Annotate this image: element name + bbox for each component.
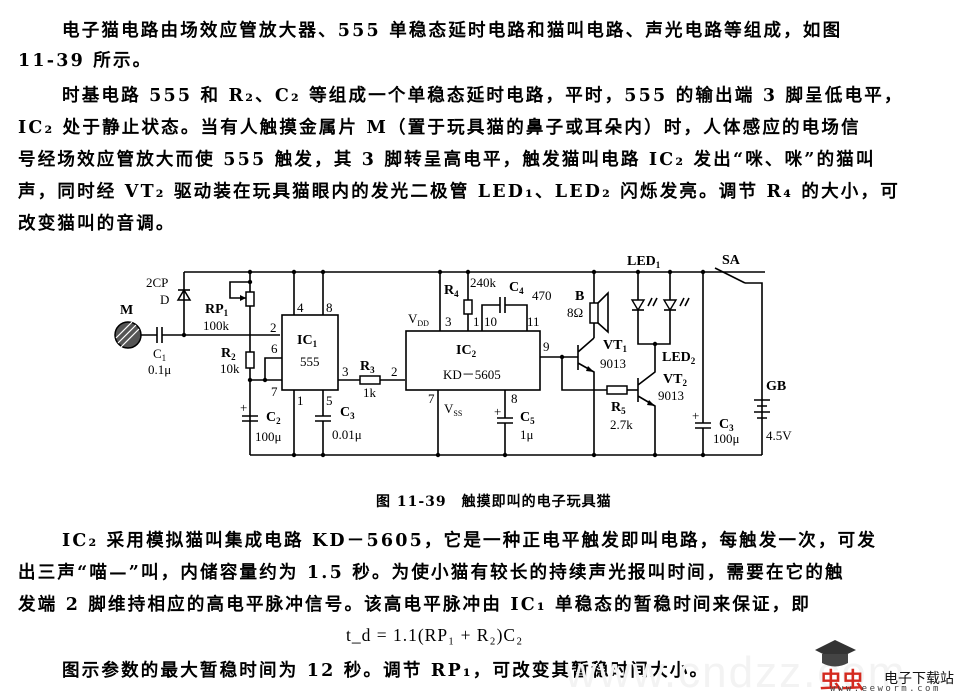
pin-label: 4 — [297, 300, 304, 315]
svg-text:+: + — [240, 400, 247, 415]
speaker-b — [589, 302, 599, 324]
battery-gb — [754, 399, 770, 419]
label-vdd: VDD — [408, 311, 429, 328]
diode-d — [176, 288, 192, 301]
led2 — [662, 299, 678, 312]
label-led2: LED2 — [662, 350, 696, 366]
switch-sa — [714, 267, 746, 284]
capacitor-c3-supply — [695, 422, 711, 429]
pin-label: 7 — [271, 384, 278, 399]
label-vss: VSS — [444, 401, 462, 418]
text-line: 声，同时经 VT₂ 驱动装在玩具猫眼内的发光二极管 LED₁、LED₂ 闪烁发亮… — [18, 182, 900, 202]
resistor-r4 — [463, 299, 473, 315]
sa-to-gb-wire — [745, 282, 763, 455]
resistor-r5 — [606, 385, 628, 395]
transistor-vt2 — [637, 344, 656, 455]
value-c2: 100μ — [255, 429, 282, 444]
pin-label: 7 — [428, 391, 435, 406]
value-c1: 0.1μ — [148, 362, 171, 377]
ic1-555 — [281, 314, 339, 391]
label-vt2: VT2 — [663, 372, 687, 388]
resistor-r3 — [359, 375, 381, 385]
pin-label: 6 — [271, 341, 278, 356]
pin-label: 2 — [391, 364, 398, 379]
label-2cp: 2CP — [146, 275, 168, 290]
svg-text:+: + — [494, 404, 501, 419]
label-c1: C1 — [153, 346, 166, 363]
text-line: 发端 2 脚维持相应的高电平脉冲信号。该高电平脉冲由 IC₁ 单稳态的暂稳时间来… — [18, 595, 812, 615]
capacitor-c1 — [141, 327, 280, 343]
text-line: 号经场效应管放大而使 555 触发，其 3 脚转呈高电平，触发猫叫电路 IC₂ … — [18, 150, 876, 170]
label-r2: R2 — [221, 346, 236, 362]
text-line: IC₂ 处于静止状态。当有人触摸金属片 M（置于玩具猫的鼻子或耳朵内）时，人体感… — [18, 118, 861, 138]
label-b: B — [575, 289, 584, 304]
watermark-site-url: www.eeworm.com — [830, 684, 941, 694]
value-r4: 240k — [470, 275, 497, 290]
label-rp1: RP1 — [205, 302, 229, 318]
text-line: 图示参数的最大暂稳时间为 12 秒。调节 RP₁，可改变其暂稳时间大小。 — [62, 661, 710, 681]
value-c3-timer: 0.01μ — [332, 427, 362, 442]
svg-text:+: + — [692, 408, 699, 423]
value-r5: 2.7k — [610, 417, 633, 432]
value-rp1: 100k — [203, 318, 230, 333]
text-line: 电子猫电路由场效应管放大器、555 单稳态延时电路和猫叫电路、声光电路等组成，如… — [62, 21, 843, 41]
potentiometer-rp1 — [245, 291, 255, 307]
text-line: 11-39 所示。 — [18, 51, 153, 71]
capacitor-c4 — [481, 297, 528, 331]
label-vt1: VT1 — [603, 338, 627, 354]
label-gb: GB — [766, 379, 786, 394]
label-ic1-type: 555 — [300, 354, 320, 369]
label-r5: R5 — [611, 400, 626, 416]
capacitor-c5 — [497, 417, 513, 424]
value-c4: 470 — [532, 288, 552, 303]
label-r3: R3 — [360, 359, 375, 375]
capacitor-c2 — [242, 415, 258, 422]
text-line: 时基电路 555 和 R₂、C₂ 等组成一个单稳态延时电路，平时，555 的输出… — [62, 86, 904, 106]
text-line: 改变猫叫的音调。 — [18, 214, 176, 234]
led1 — [630, 299, 646, 312]
value-c3-supply: 100μ — [713, 431, 740, 446]
label-m: M — [120, 303, 133, 318]
pin-label: 8 — [511, 391, 518, 406]
transistor-vt1 — [540, 337, 595, 455]
label-d: D — [160, 292, 169, 307]
pin-label: 3 — [342, 364, 349, 379]
pin-label: 11 — [527, 314, 540, 329]
label-c4: C4 — [509, 280, 524, 296]
pin-label: 10 — [484, 314, 497, 329]
value-r2: 10k — [220, 361, 240, 376]
capacitor-c3-timer — [315, 415, 331, 422]
value-vt1: 9013 — [600, 356, 626, 371]
pin-label: 3 — [445, 314, 452, 329]
text-line: IC₂ 采用模拟猫叫集成电路 KD－5605，它是一种正电平触发即叫电路，每触发… — [62, 531, 878, 551]
label-led1: LED1 — [627, 254, 661, 270]
formula-td: t_d = 1.1(RP₁ + R₂)C₂ — [346, 625, 524, 645]
watermark-logo: 虫虫 — [820, 669, 865, 694]
pin-label: 9 — [543, 339, 550, 354]
figure-caption: 图 11-39 触摸即叫的电子玩具猫 — [376, 494, 612, 510]
pin-label: 5 — [326, 393, 333, 408]
value-r3: 1k — [363, 385, 377, 400]
label-ic2-type: KD－5605 — [443, 367, 501, 382]
pin-label: 2 — [270, 320, 277, 335]
label-r4: R4 — [444, 283, 459, 299]
pin-label: 1 — [297, 393, 304, 408]
value-c5: 1μ — [520, 427, 534, 442]
watermark-site-name: 电子下载站 — [884, 671, 954, 687]
value-gb: 4.5V — [766, 428, 792, 443]
label-ic2: IC2 — [456, 343, 477, 359]
pin-label: 1 — [473, 314, 480, 329]
label-c5: C5 — [520, 410, 535, 426]
ic2-kd5605 — [405, 330, 541, 391]
label-ic1: IC1 — [297, 333, 318, 349]
label-c2: C2 — [266, 410, 281, 426]
resistor-r2 — [245, 351, 255, 369]
value-b: 8Ω — [567, 305, 583, 320]
text-line: 出三声“喵—”叫，内储容量约为 1.5 秒。为使小猫有较长的持续声光报叫时间，需… — [18, 563, 845, 583]
label-sa: SA — [722, 253, 741, 268]
value-vt2: 9013 — [658, 388, 684, 403]
pin-label: 8 — [326, 300, 333, 315]
label-c3: C3 — [340, 405, 355, 421]
